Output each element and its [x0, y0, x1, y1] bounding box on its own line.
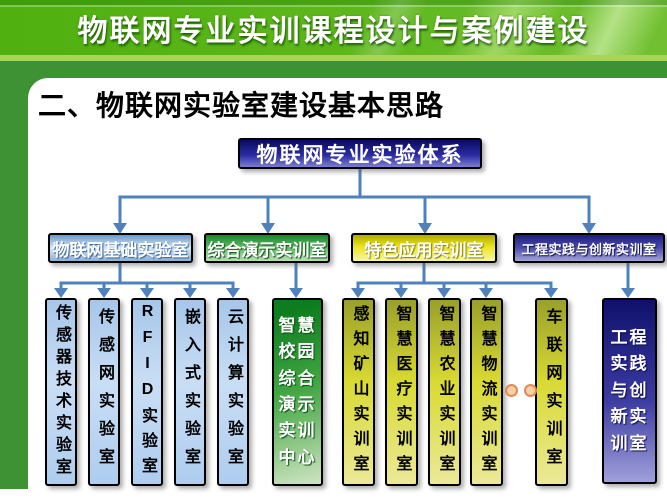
leaf-node-embedded-lab: 嵌入式实验室	[174, 298, 206, 486]
branch-node-feature-labs: 特色应用实训室	[351, 233, 497, 263]
section-heading: 二、物联网实验室建设基本思路	[38, 90, 445, 121]
leaf-node-smart-logistics-lab: 智慧物流实训室	[470, 298, 503, 486]
leaf-node-engineering-innovation-lab: 工程实践与创新实训室	[602, 298, 657, 484]
leaf-node-smart-agriculture-lab: 智慧农业实训室	[428, 298, 461, 486]
ellipsis-dot	[524, 384, 537, 397]
leaf-node-smart-medical-lab: 智慧医疗实训室	[385, 298, 418, 486]
header-accent-strip	[0, 55, 667, 61]
branch-node-engineering-lab: 工程实践与创新实训室	[513, 233, 665, 263]
ellipsis-dot	[505, 384, 518, 397]
leaf-node-cloud-computing-lab: 云计算实验室	[217, 298, 249, 486]
leaf-node-mining-lab: 感知矿山实训室	[342, 298, 375, 486]
root-node: 物联网专业实验体系	[238, 138, 482, 169]
leaf-node-sensor-tech-lab: 传感器技术实验室	[45, 298, 77, 486]
branch-node-demo-lab: 综合演示实训室	[204, 233, 330, 263]
leaf-node-rfid-lab: RFID实验室	[131, 298, 163, 486]
left-border-stripe	[0, 61, 28, 489]
branch-node-basic-labs: 物联网基础实验室	[48, 233, 193, 263]
leaf-node-smart-campus-center: 智慧校园综合演示实训中心	[272, 298, 323, 486]
leaf-node-sensor-network-lab: 传感网实验室	[88, 298, 120, 486]
slide-title-bar: 物联网专业实训课程设计与案例建设	[0, 0, 667, 55]
two-circles-ellipsis-icon	[505, 384, 537, 398]
slide-title: 物联网专业实训课程设计与案例建设	[77, 14, 590, 48]
leaf-node-internet-of-vehicles-lab: 车联网实训室	[535, 298, 568, 486]
